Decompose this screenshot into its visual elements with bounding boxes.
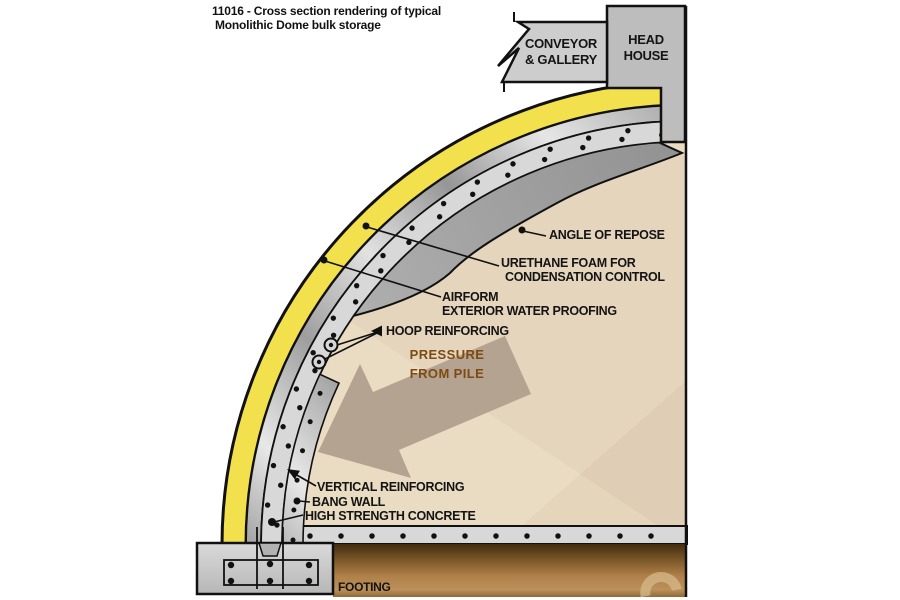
pile-shading-facet [500,380,687,545]
leader-arrowhead [371,325,382,337]
high-strength-concrete-label: HIGH STRENGTH CONCRETE [305,509,476,523]
footing-keyway [257,542,283,557]
floor-slab [297,525,688,545]
angle-of-repose-label: ANGLE OF REPOSE [549,228,665,242]
footing [195,527,335,596]
head-house-label: HEAD HOUSE [623,32,669,64]
footing-rebar-cage [223,559,319,586]
callout-leaders [268,222,547,526]
conveyor-box [497,12,609,92]
leader-dot [268,518,276,526]
hoop-reinforcing-label: HOOP REINFORCING [386,324,509,338]
airform-label: AIRFORM EXTERIOR WATER PROOFING [442,290,617,318]
footing-label: FOOTING [338,580,391,594]
vertical-reinforcing-label: VERTICAL REINFORCING [317,480,465,494]
bang-wall-label: BANG WALL [312,495,385,509]
hoop-rebar-dots [262,124,674,548]
figure-title-line2: Monolithic Dome bulk storage [215,18,381,32]
leader-dot [293,497,301,505]
urethane-foam-label: URETHANE FOAM FOR CONDENSATION CONTROL [501,256,665,284]
pile-shading-facet [345,142,687,545]
pressure-arrow [318,336,531,478]
ground [333,544,687,598]
conveyor-gallery-label: CONVEYOR & GALLERY [524,36,597,68]
pressure-from-pile-label: PRESSURE FROM PILE [409,347,485,381]
bang-wall-rebar-dots [290,376,329,543]
figure-title-line1: 11016 - Cross section rendering of typic… [212,4,442,18]
hoop-rebar-circle [311,337,339,370]
leader-dot [320,256,328,264]
dome-logo-watermark [640,571,682,598]
leader-arrowhead [287,469,300,480]
leader-dot [362,222,370,230]
footing-rebar-dots [227,560,313,585]
leader-dot [518,226,526,234]
